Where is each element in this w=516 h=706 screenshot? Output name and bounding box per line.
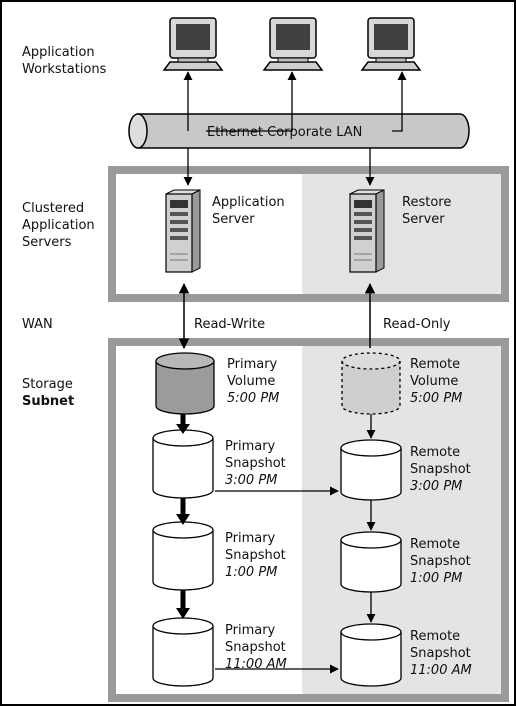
remote-snapshot-time: 1:00 PM [410, 571, 462, 586]
primary-snapshot-cylinder [152, 521, 214, 591]
remote-snapshot-cylinder [340, 439, 402, 501]
label-wan: WAN [22, 317, 53, 332]
ethernet-lan-pipe [128, 113, 470, 149]
remote-snapshot-time: 11:00 AM [410, 663, 472, 678]
primary-snapshot-time: 3:00 PM [225, 473, 277, 488]
primary-snapshot-cylinder [152, 617, 214, 687]
remote-snapshot-cylinder [340, 531, 402, 593]
restore-server-icon [349, 189, 385, 273]
link-workstation-3 [392, 71, 407, 132]
workstation-icon [162, 17, 224, 71]
remote-snapshot-time: 3:00 PM [410, 479, 462, 494]
remote-volume-cylinder [341, 352, 401, 415]
primary-snapshot-time: 1:00 PM [225, 565, 277, 580]
label-subnet: Subnet [22, 394, 74, 409]
primary-chain-arrowhead [176, 424, 190, 434]
read-write-label: Read-Write [194, 317, 265, 332]
workstation-icon [262, 17, 324, 71]
application-server-icon [165, 189, 201, 273]
lan-label: Ethernet Corporate LAN [207, 125, 362, 140]
link-workstation-2 [206, 71, 297, 132]
primary-snapshot-time: 11:00 AM [225, 657, 287, 672]
label-storage: Storage [22, 377, 73, 392]
primary-chain-arrowhead [176, 514, 190, 525]
primary-snapshot-cylinder [152, 429, 214, 499]
remote-snapshot-cylinder [340, 623, 402, 687]
primary-volume-cylinder [155, 352, 215, 415]
primary-chain-arrowhead [176, 608, 190, 619]
primary-volume-time: 5:00 PM [227, 391, 279, 406]
remote-volume-time: 5:00 PM [410, 391, 462, 406]
workstation-icon [360, 17, 422, 71]
read-only-label: Read-Only [383, 317, 451, 332]
